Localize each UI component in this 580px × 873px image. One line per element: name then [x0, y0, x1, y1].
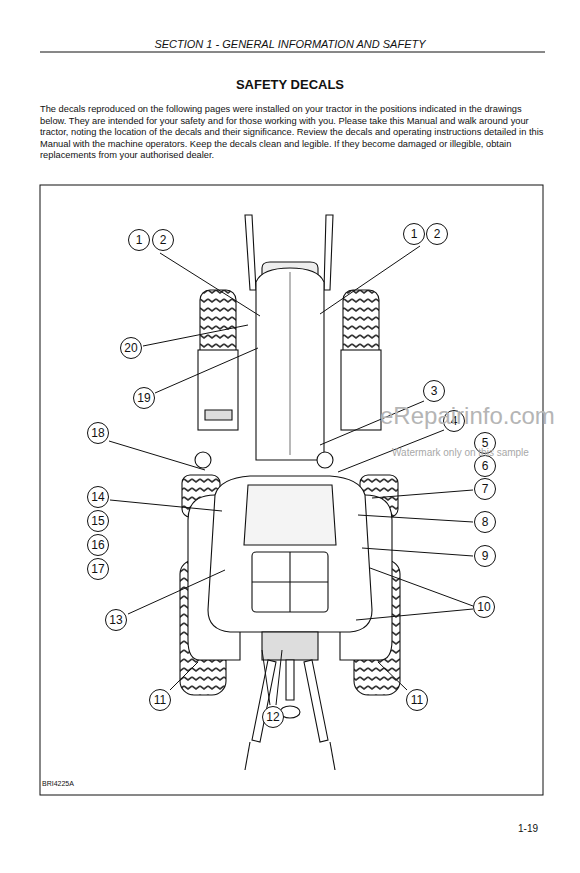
illustration-part: [109, 441, 205, 470]
illustration-part: [330, 742, 335, 770]
page-number: 1-19: [518, 823, 538, 834]
illustration-part: [40, 185, 543, 795]
callout-circle: 16: [87, 534, 109, 556]
callout-circle: 12: [262, 706, 284, 728]
callout-circle: 20: [120, 337, 142, 359]
illustration-part: [245, 742, 250, 770]
illustration-part: [110, 500, 222, 511]
callout-circle: 18: [87, 422, 109, 444]
illustration-part: [170, 662, 198, 690]
callout-circle: 1: [403, 223, 425, 245]
callout-number: 6: [482, 460, 489, 472]
callout-number: 16: [91, 539, 104, 551]
callout-number: 2: [160, 234, 167, 246]
watermark: eRepairinfo.com: [380, 402, 555, 430]
callout-circle: 13: [105, 609, 127, 631]
illustration-part: [245, 215, 256, 290]
callout-circle: 9: [474, 545, 496, 567]
section-header: SECTION 1 - GENERAL INFORMATION AND SAFE…: [0, 38, 580, 50]
callout-number: 18: [91, 427, 104, 439]
illustration-part: [205, 410, 232, 420]
callout-circle: 17: [87, 558, 109, 580]
callout-circle: 11: [406, 689, 428, 711]
callout-circle: 8: [474, 511, 496, 533]
callout-number: 12: [266, 711, 279, 723]
illustration-part: [208, 476, 372, 632]
illustration-part: [362, 548, 473, 556]
illustration-part: [317, 452, 333, 468]
illustration-part: [198, 350, 238, 430]
watermark-note: Watermark only on this sample: [392, 447, 529, 458]
page-title: SAFETY DECALS: [0, 77, 580, 92]
callout-number: 17: [91, 563, 104, 575]
callout-number: 11: [154, 694, 166, 706]
leader-lines: [109, 246, 473, 705]
callout-circle: 2: [152, 229, 174, 251]
callout-number: 9: [482, 550, 489, 562]
illustration-part: [256, 268, 324, 460]
illustration-part: [160, 253, 260, 316]
illustration-part: [276, 650, 282, 705]
callout-circle: 14: [87, 486, 109, 508]
callout-circle: 1: [128, 229, 150, 251]
callout-number: 7: [482, 483, 489, 495]
illustration-part: [356, 609, 473, 620]
callout-circle: 2: [426, 223, 448, 245]
illustration-part: [262, 632, 318, 660]
illustration-part: [304, 660, 328, 742]
illustration-part: [143, 325, 248, 346]
illustration-part: [341, 350, 381, 430]
illustration-part: [244, 485, 336, 545]
callout-number: 11: [411, 694, 423, 706]
illustration-part: [40, 52, 545, 53]
callout-circle: 11: [149, 689, 171, 711]
callout-number: 1: [411, 228, 418, 240]
callout-number: 3: [431, 385, 438, 397]
callout-number: 2: [434, 228, 441, 240]
figure-code: BRI4225A: [42, 780, 74, 787]
callout-number: 15: [91, 515, 104, 527]
callout-circle: 6: [474, 455, 496, 477]
illustration-part: [286, 660, 294, 700]
illustration-part: [155, 348, 258, 393]
callout-number: 19: [137, 392, 150, 404]
callout-number: 10: [477, 601, 490, 613]
illustration-part: [324, 215, 333, 290]
illustration-part: [195, 452, 211, 468]
callout-number: 20: [124, 342, 137, 354]
callout-circle: 7: [474, 478, 496, 500]
illustration-part: [252, 581, 328, 582]
callout-number: 1: [136, 234, 143, 246]
callout-number: 14: [91, 491, 104, 503]
illustration-part: [252, 552, 328, 612]
illustration-part: [358, 515, 473, 522]
illustration-part: [372, 490, 473, 498]
illustration-part: [378, 662, 407, 690]
callout-circle: 19: [133, 387, 155, 409]
callout-number: 8: [482, 516, 489, 528]
illustration-part: [262, 650, 270, 705]
illustration-part: [290, 272, 291, 455]
callout-circle: 15: [87, 510, 109, 532]
callout-circle: 10: [473, 596, 495, 618]
illustration-part: [252, 660, 276, 742]
illustration-part: [128, 570, 225, 614]
callout-circle: 3: [423, 380, 445, 402]
illustration-part: [370, 568, 473, 606]
intro-paragraph: The decals reproduced on the following p…: [40, 104, 544, 162]
callout-number: 13: [109, 614, 122, 626]
illustration-part: [180, 215, 400, 770]
illustration-part: [320, 246, 420, 314]
